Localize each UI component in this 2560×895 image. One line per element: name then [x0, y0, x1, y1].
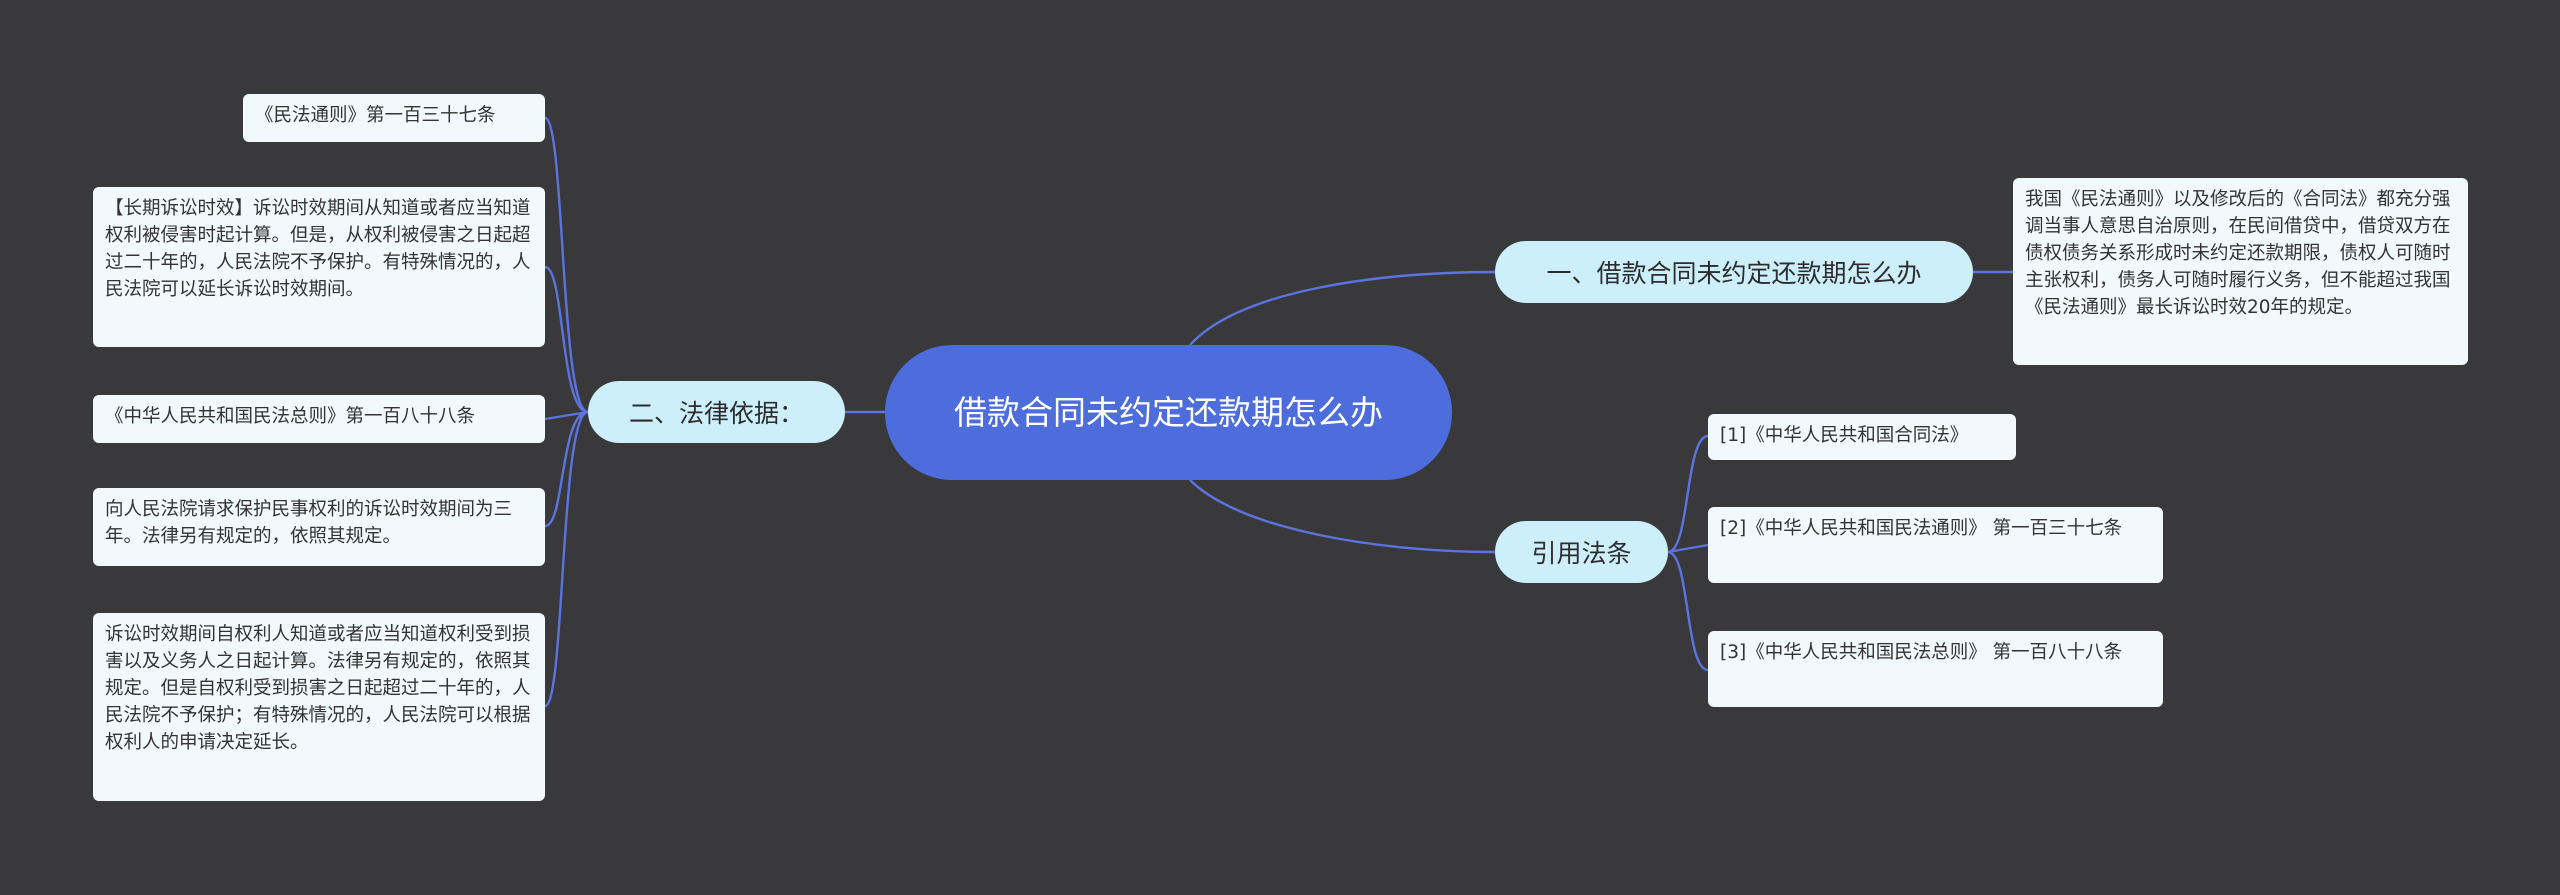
leaf-text: [3]《中华人民共和国民法总则》 第一百八十八条	[1720, 642, 2123, 663]
branch-label: 二、法律依据：	[628, 399, 804, 428]
leaf-text: 【长期诉讼时效】诉讼时效期间从知道或者应当知道权利被侵害时起计算。但是，从权利被…	[105, 198, 531, 300]
link-b2-leaf-4	[544, 410, 589, 528]
root-title: 借款合同未约定还款期怎么办	[954, 392, 1383, 432]
leaf-text: 向人民法院请求保护民事权利的诉讼时效期间为三年。法律另有规定的，依照其规定。	[105, 499, 513, 547]
leaf-node-b3-3[interactable]: [3]《中华人民共和国民法总则》 第一百八十八条	[1708, 631, 2163, 707]
leaf-node-b2-2[interactable]: 【长期诉讼时效】诉讼时效期间从知道或者应当知道权利被侵害时起计算。但是，从权利被…	[93, 187, 545, 347]
link-b2-leaf-2	[544, 265, 589, 414]
link-b3-leaf-3	[1667, 550, 1709, 672]
leaf-text: 《民法通则》第一百三十七条	[255, 105, 496, 126]
link-b2-leaf-5	[543, 410, 589, 708]
leaf-node-b2-1[interactable]: 《民法通则》第一百三十七条	[243, 94, 545, 142]
leaf-node-b3-2[interactable]: [2]《中华人民共和国民法通则》 第一百三十七条	[1708, 507, 2163, 583]
link-b3-leaf-1	[1667, 434, 1709, 554]
leaf-node-b2-3[interactable]: 《中华人民共和国民法总则》第一百八十八条	[93, 395, 545, 443]
branch-label: 引用法条	[1531, 539, 1632, 568]
leaf-node-b3-1[interactable]: [1]《中华人民共和国合同法》	[1708, 414, 2016, 460]
link-b2-leaf-1	[543, 116, 589, 414]
branch-node-b1[interactable]: 一、借款合同未约定还款期怎么办	[1495, 241, 1973, 303]
root-node[interactable]: 借款合同未约定还款期怎么办	[885, 345, 1452, 480]
branch-label: 一、借款合同未约定还款期怎么办	[1546, 259, 1922, 288]
link-b2-leaf-3	[544, 410, 589, 421]
branch-node-b3[interactable]: 引用法条	[1495, 521, 1668, 583]
link-root-b3	[1189, 479, 1496, 554]
branch-node-b2[interactable]: 二、法律依据：	[588, 381, 845, 443]
leaf-text: 《中华人民共和国民法总则》第一百八十八条	[105, 406, 476, 427]
leaf-node-b2-4[interactable]: 向人民法院请求保护民事权利的诉讼时效期间为三年。法律另有规定的，依照其规定。	[93, 488, 545, 566]
leaf-text: 我国《民法通则》以及修改后的《合同法》都充分强调当事人意思自治原则，在民间借贷中…	[2025, 189, 2451, 318]
leaf-text: [1]《中华人民共和国合同法》	[1720, 425, 1969, 446]
leaf-node-b2-5[interactable]: 诉讼时效期间自权利人知道或者应当知道权利受到损害以及义务人之日起计算。法律另有规…	[93, 613, 545, 801]
leaf-text: 诉讼时效期间自权利人知道或者应当知道权利受到损害以及义务人之日起计算。法律另有规…	[105, 624, 531, 753]
leaf-node-b1-1[interactable]: 我国《民法通则》以及修改后的《合同法》都充分强调当事人意思自治原则，在民间借贷中…	[2013, 178, 2468, 365]
link-root-b1	[1189, 270, 1496, 346]
link-b3-leaf-2	[1667, 543, 1709, 554]
leaf-text: [2]《中华人民共和国民法通则》 第一百三十七条	[1720, 518, 2123, 539]
